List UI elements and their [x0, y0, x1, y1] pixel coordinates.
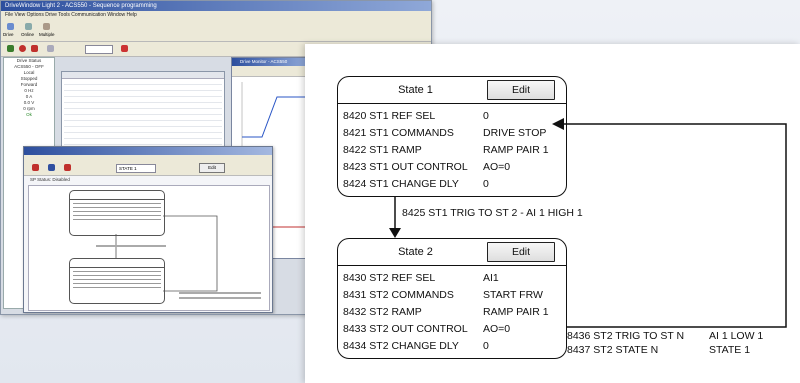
- status-line: 0 Hz: [24, 88, 34, 93]
- record-icon[interactable]: [64, 164, 71, 171]
- param-value: 0: [483, 178, 489, 190]
- param-code: 8430 ST2 REF SEL: [343, 272, 436, 284]
- toolbar-label-online: Online: [21, 32, 35, 37]
- background-title-bar: DriveWindow Light 2 - ACS550 - Sequence …: [1, 1, 431, 11]
- state-2-param-row: 8431 ST2 COMMANDS START FRW: [343, 288, 543, 302]
- online-icon[interactable]: [25, 23, 32, 30]
- param-value: START FRW: [483, 289, 543, 301]
- drive-icon[interactable]: [7, 23, 14, 30]
- state-2-param-row: 8433 ST2 OUT CONTROL AO=0: [343, 322, 510, 336]
- state-2-header: State 2 Edit: [338, 239, 566, 266]
- sequence-programming-window[interactable]: STATE 1 Edit SP Status: Disabled: [23, 146, 273, 313]
- sequence-window-title-bar: [24, 147, 272, 155]
- param-code: 8423 ST1 OUT CONTROL: [343, 161, 468, 173]
- state-1-param-row: 8420 ST1 REF SEL 0: [343, 109, 489, 123]
- param-code: 8432 ST2 RAMP: [343, 306, 422, 318]
- direction-icon[interactable]: [47, 45, 54, 52]
- state-2-edit-button[interactable]: Edit: [487, 242, 555, 262]
- param-value: DRIVE STOP: [483, 127, 547, 139]
- param-value: 0: [483, 340, 489, 352]
- param-value: AO=0: [483, 323, 511, 335]
- state-diagram-panel: State 1 Edit 8420 ST1 REF SEL 0 8421 ST1 …: [305, 44, 800, 383]
- state-1-header: State 1 Edit: [338, 77, 566, 104]
- status-line: 0.0 V: [23, 100, 35, 105]
- sequence-edit-button[interactable]: Edit: [199, 163, 225, 173]
- status-line: Forward: [20, 82, 38, 87]
- status-line: Stopped: [20, 76, 38, 81]
- transition-n-state-code: 8437 ST2 STATE N: [567, 344, 659, 356]
- state-1-param-row: 8424 ST1 CHANGE DLY 0: [343, 177, 489, 191]
- param-value: RAMP PAIR 1: [483, 306, 549, 318]
- drive-monitor-title: Drive Monitor - ACS550: [232, 58, 307, 66]
- param-code: 8434 ST2 CHANGE DLY: [343, 340, 459, 352]
- status-line: 0 rpm: [23, 106, 35, 111]
- pause-icon[interactable]: [48, 164, 55, 171]
- stop-icon[interactable]: [19, 45, 26, 52]
- status-heading: Drive Status: [16, 58, 42, 63]
- status-line: ACS550 - OFF: [14, 64, 44, 69]
- state-2-param-row: 8434 ST2 CHANGE DLY 0: [343, 339, 489, 353]
- state-2-box: State 2 Edit 8430 ST2 REF SEL AI1 8431 ST…: [337, 238, 567, 359]
- transition-1-2-arrowhead: [389, 228, 401, 238]
- param-code: 8433 ST2 OUT CONTROL: [343, 323, 468, 335]
- mini-connectors: [96, 215, 261, 299]
- state-2-title: State 2: [398, 246, 433, 258]
- transition-n-state-value: STATE 1: [709, 344, 751, 356]
- state-1-box: State 1 Edit 8420 ST1 REF SEL 0 8421 ST1 …: [337, 76, 567, 197]
- param-code: 8421 ST1 COMMANDS: [343, 127, 454, 139]
- background-toolbar: Drive Online Multiple: [1, 19, 431, 42]
- run-icon[interactable]: [32, 164, 39, 171]
- state-1-param-row: 8421 ST1 COMMANDS DRIVE STOP: [343, 126, 546, 140]
- state-1-param-row: 8423 ST1 OUT CONTROL AO=0: [343, 160, 510, 174]
- toolbar-label-multiple: Multiple: [39, 32, 55, 37]
- state-1-param-row: 8422 ST1 RAMP RAMP PAIR 1: [343, 143, 549, 157]
- transition-n-line: [557, 123, 787, 328]
- monitor-icon[interactable]: [121, 45, 128, 52]
- reset-icon[interactable]: [31, 45, 38, 52]
- toolbar-label-drive: Drive: [3, 32, 14, 37]
- status-line: Ok: [26, 112, 32, 117]
- state-1-edit-button[interactable]: Edit: [487, 80, 555, 100]
- start-icon[interactable]: [7, 45, 14, 52]
- param-code: 8431 ST2 COMMANDS: [343, 289, 454, 301]
- transition-1-2-label: 8425 ST1 TRIG TO ST 2 - AI 1 HIGH 1: [402, 207, 583, 219]
- transition-n-trig-value: AI 1 LOW 1: [709, 330, 764, 342]
- param-value: AI1: [483, 272, 499, 284]
- state-1-title: State 1: [398, 84, 433, 96]
- background-menu-bar[interactable]: File View Options Drive Tools Communicat…: [1, 11, 431, 19]
- sequence-status-text: SP Status: Disabled: [30, 177, 70, 182]
- mini-state-1: [69, 190, 165, 236]
- reference-input[interactable]: [85, 45, 113, 54]
- sequence-window-menu[interactable]: [24, 155, 272, 161]
- param-code: 8422 ST1 RAMP: [343, 144, 422, 156]
- status-line: Local: [23, 70, 35, 75]
- transition-n-trig-code: 8436 ST2 TRIG TO ST N: [567, 330, 685, 342]
- status-line: 0 A: [25, 94, 33, 99]
- param-code: 8420 ST1 REF SEL: [343, 110, 436, 122]
- multiple-icon[interactable]: [43, 23, 50, 30]
- state-select[interactable]: STATE 1: [116, 164, 156, 173]
- sequence-mini-diagram: [28, 185, 270, 311]
- param-value: 0: [483, 110, 489, 122]
- sequence-toolbar: STATE 1 Edit: [24, 161, 272, 176]
- mini-state-2: [69, 258, 165, 304]
- param-value: AO=0: [483, 161, 511, 173]
- state-2-param-row: 8430 ST2 REF SEL AI1: [343, 271, 499, 285]
- state-2-param-row: 8432 ST2 RAMP RAMP PAIR 1: [343, 305, 549, 319]
- param-code: 8424 ST1 CHANGE DLY: [343, 178, 459, 190]
- param-value: RAMP PAIR 1: [483, 144, 549, 156]
